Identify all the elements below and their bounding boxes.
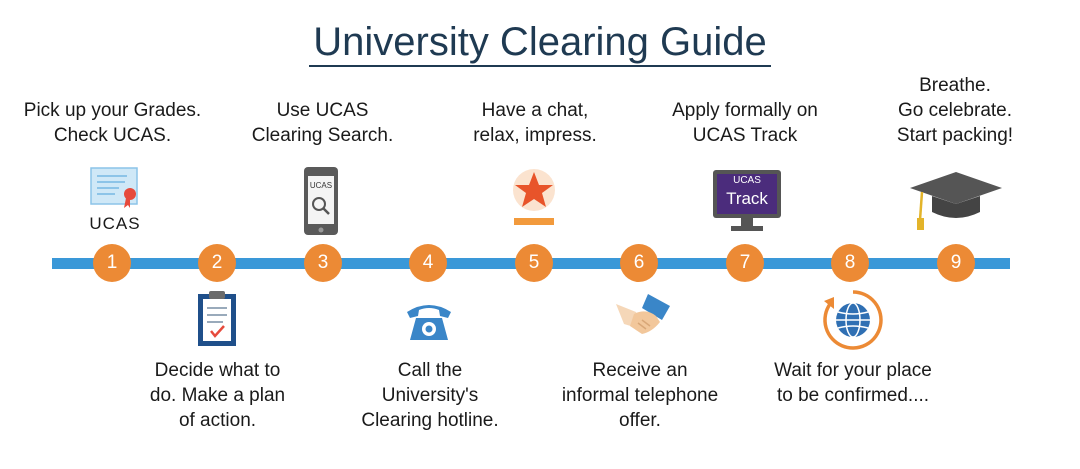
- graduation-cap-icon: [908, 170, 1004, 234]
- step-8-label: Wait for your place to be confirmed....: [774, 360, 932, 406]
- step-2-circle: 2: [198, 244, 236, 282]
- monitor-track-text: Track: [726, 189, 768, 208]
- step-6-label: Receive an informal telephone offer.: [561, 360, 719, 431]
- step-7-label: Apply formally on UCAS Track: [672, 100, 818, 146]
- step-9-circle: 9: [937, 244, 975, 282]
- step-5-label: Have a chat, relax, impress.: [473, 100, 597, 146]
- step-8-circle: 8: [831, 244, 869, 282]
- phone-ucas-text: UCAS: [309, 181, 333, 190]
- step-5-circle: 5: [515, 244, 553, 282]
- page-title: University Clearing Guide: [0, 20, 1080, 67]
- step-4-circle: 4: [409, 244, 447, 282]
- handshake-icon: [612, 290, 674, 342]
- step-2-label: Decide what to do. Make a plan of action…: [149, 360, 286, 431]
- globe-refresh-icon: [822, 289, 884, 351]
- ucas-certificate-icon: UCAS: [85, 166, 145, 236]
- phone-search-icon: UCAS: [302, 166, 342, 236]
- step-7-circle: 7: [726, 244, 764, 282]
- step-1-circle: 1: [93, 244, 131, 282]
- clipboard-checklist-icon: [194, 288, 242, 348]
- step-3-label: Use UCAS Clearing Search.: [251, 100, 394, 146]
- step-1-label: Pick up your Grades. Check UCAS.: [23, 100, 202, 146]
- step-4-label: Call the University's Clearing hotline.: [361, 360, 499, 431]
- step-6-circle: 6: [620, 244, 658, 282]
- star-icon: [508, 166, 560, 228]
- ucas-logo-text: UCAS: [89, 214, 141, 233]
- step-9-label: Breathe. Go celebrate. Start packing!: [896, 75, 1014, 146]
- monitor-ucas-text: UCAS: [733, 175, 761, 186]
- telephone-icon: [404, 298, 454, 342]
- step-3-circle: 3: [304, 244, 342, 282]
- ucas-track-monitor-icon: UCAS Track: [711, 168, 783, 234]
